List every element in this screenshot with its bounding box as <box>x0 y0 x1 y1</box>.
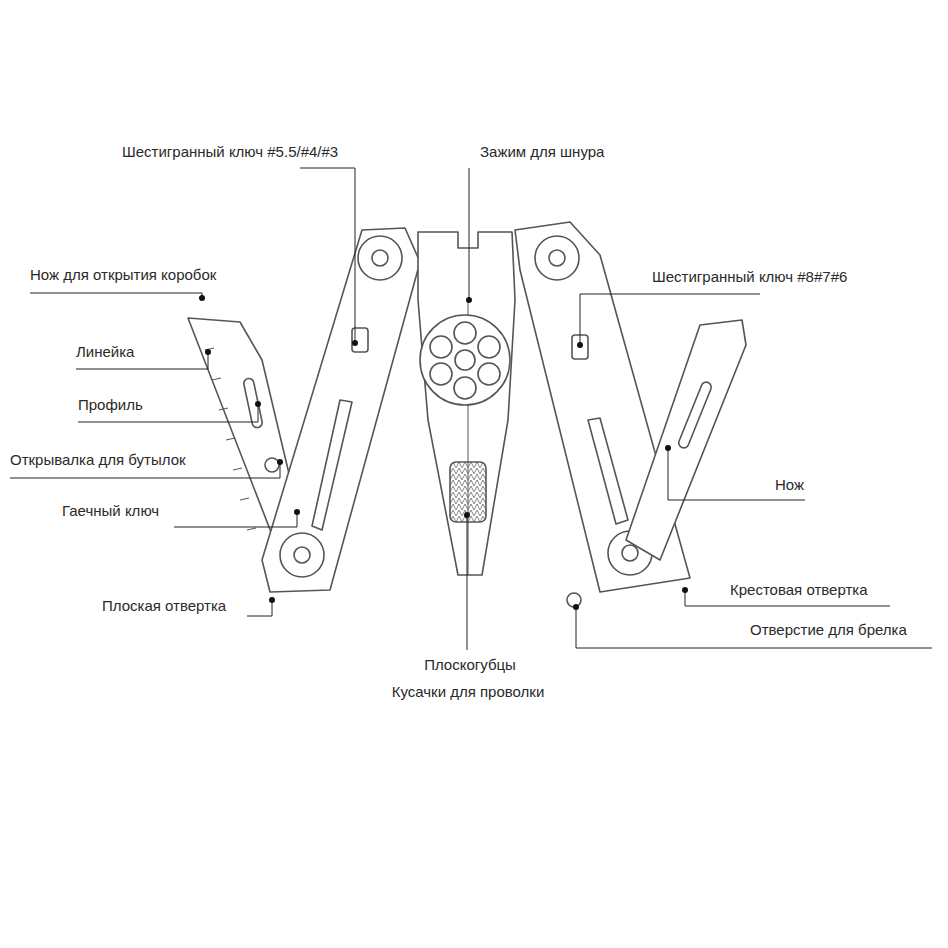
leader-dots <box>199 295 688 610</box>
part-label: Профиль <box>78 396 143 414</box>
part-label: Нож для открытия коробок <box>30 266 216 284</box>
part-label: Шестигранный ключ #8#7#6 <box>652 268 847 286</box>
part-label: Отверстие для брелка <box>750 621 907 639</box>
part-label: Линейка <box>76 343 134 361</box>
part-label: Крестовая отвертка <box>730 581 868 599</box>
part-label: Гаечный ключ <box>62 502 159 520</box>
left-handle <box>262 228 420 592</box>
part-label: Открывалка для бутылок <box>10 451 186 469</box>
cord-clamp <box>420 315 510 405</box>
part-label: Зажим для шнура <box>480 143 604 161</box>
part-label: Шестигранный ключ #5.5/#4/#3 <box>122 143 338 161</box>
part-label: Нож <box>775 476 804 494</box>
part-label: Кусачки для проволки <box>392 683 545 701</box>
leader-lines <box>10 168 932 650</box>
knife-blade <box>626 320 746 560</box>
part-label: Плоскогубцы <box>424 656 516 674</box>
part-label: Плоская отвертка <box>102 597 226 615</box>
